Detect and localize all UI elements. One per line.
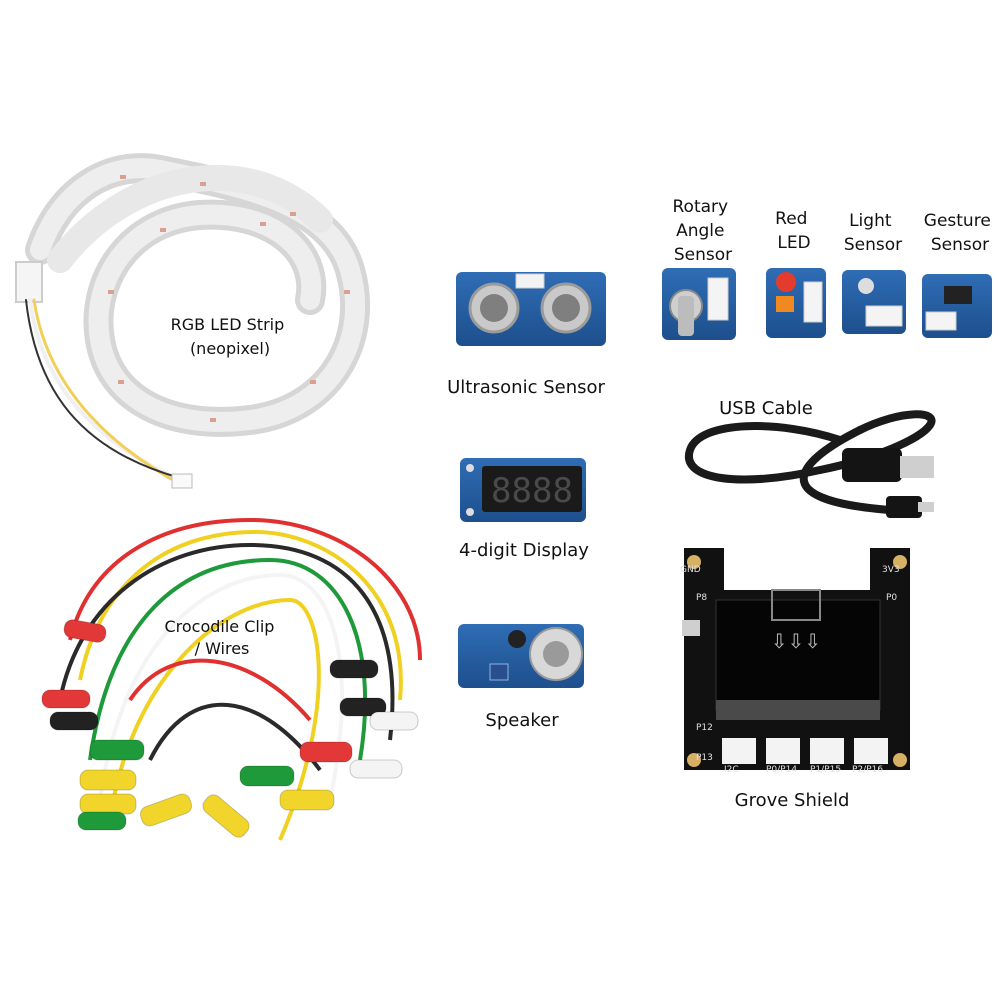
strip-wire-black: [25, 299, 181, 479]
pin-p0: P0: [886, 593, 897, 603]
red-led-label-line1: Red: [775, 209, 807, 229]
speaker-module: [458, 624, 584, 688]
crocodile-clip-wires: [58, 517, 422, 841]
strip-wire-yellow: [32, 298, 182, 486]
light-sensor-module: [842, 270, 906, 334]
rotary-angle-sensor: [662, 268, 736, 340]
pin-gnd: GND: [680, 565, 701, 575]
ultrasonic-label: Ultrasonic Sensor: [447, 377, 605, 398]
pin-p8: P8: [696, 593, 707, 603]
ultrasonic-sensor: [456, 272, 606, 346]
gesture-sensor-module: [922, 274, 992, 338]
pin-p12: P12: [696, 723, 713, 733]
pin-i2c: I2C: [724, 765, 739, 775]
grove-shield: ⇩⇩⇩: [682, 548, 910, 770]
gesture-sensor-label: Gesture Sensor: [924, 211, 996, 255]
rotary-label-line1: Rotary: [673, 197, 729, 217]
crocodile-label-line1: Crocodile Clip: [164, 617, 274, 636]
led-strip-label: RGB LED Strip (neopixel): [171, 315, 290, 358]
grove-shield-label: Grove Shield: [735, 790, 850, 811]
crocodile-label-line2: / Wires: [195, 639, 250, 658]
usb-plug: [842, 448, 934, 518]
four-digit-display: 8888: [460, 458, 586, 522]
pin-3v3: 3V3: [882, 565, 900, 575]
gesture-label-line1: Gesture: [924, 211, 991, 231]
red-led-label: Red LED: [775, 209, 813, 253]
svg-text:⇩⇩⇩: ⇩⇩⇩: [771, 629, 821, 653]
rotary-label-line2: Angle: [676, 221, 724, 241]
speaker-label: Speaker: [485, 710, 559, 731]
rotary-label-line3: Sensor: [674, 245, 732, 265]
rotary-label: Rotary Angle Sensor: [673, 197, 734, 265]
led-strip-label-line2: (neopixel): [190, 339, 270, 358]
pin-p13: P13: [696, 753, 713, 763]
display-digits: 8888: [491, 471, 573, 511]
light-label-line1: Light: [849, 211, 892, 231]
pin-p0-p14: P0/P14: [766, 765, 797, 775]
red-led-label-line2: LED: [777, 233, 810, 253]
display-label: 4-digit Display: [459, 540, 589, 561]
crocodile-clips: [41, 619, 419, 838]
strip-connector: [15, 261, 43, 303]
led-strip-label-line1: RGB LED Strip: [171, 315, 285, 334]
rgb-led-strip: [15, 153, 371, 489]
pin-p2-p16: P2/P16: [852, 765, 883, 775]
strip-plug: [171, 473, 193, 489]
usb-label: USB Cable: [719, 398, 813, 419]
crocodile-label: Crocodile Clip / Wires: [164, 617, 279, 658]
gesture-label-line2: Sensor: [931, 235, 989, 255]
red-led-module: [766, 268, 826, 338]
strip-leds: [108, 175, 350, 422]
light-label-line2: Sensor: [844, 235, 902, 255]
light-sensor-label: Light Sensor: [844, 211, 902, 255]
grove-shield-pins: GND 3V3 P8 P0 P12 P13 I2C P0/P14 P1/P15 …: [680, 565, 900, 775]
pin-p1-p15: P1/P15: [810, 765, 841, 775]
